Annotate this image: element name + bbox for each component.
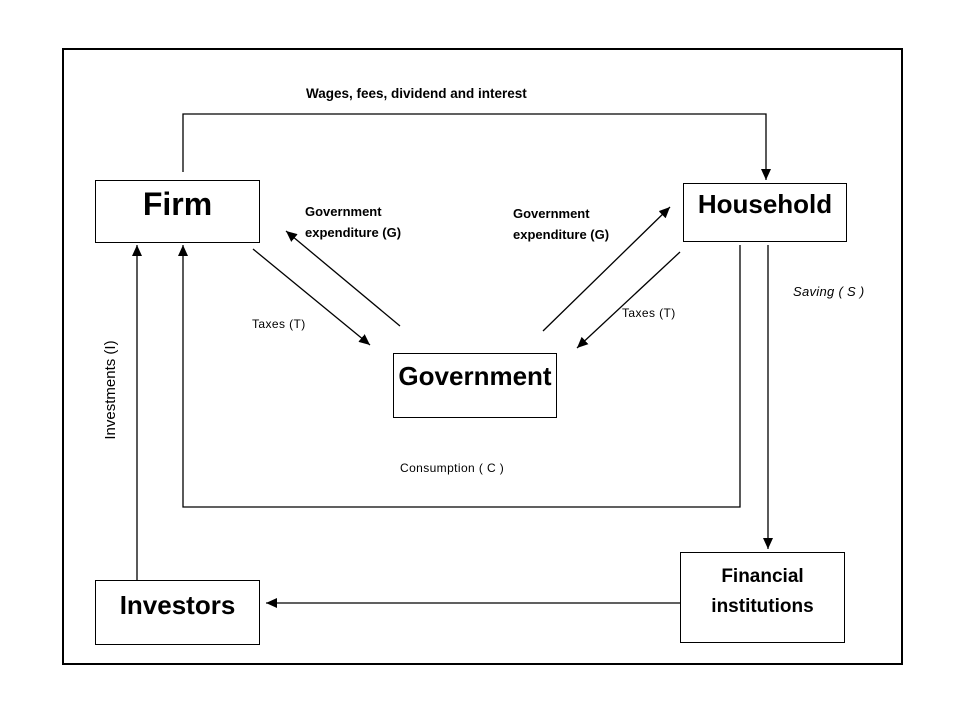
- node-firm: Firm: [95, 180, 260, 243]
- node-household: Household: [683, 183, 847, 242]
- edge-expenditure-government-to-firm: [285, 230, 401, 327]
- diagram-border: [62, 48, 903, 665]
- label-consumption: Consumption ( C ): [400, 461, 505, 475]
- label-saving: Saving ( S ): [793, 284, 865, 299]
- node-financial-institutions: Financial institutions: [680, 552, 845, 643]
- node-government-label: Government: [398, 361, 552, 391]
- label-government-expenditure-left: Government expenditure (G): [305, 204, 402, 240]
- node-household-label: Household: [697, 189, 833, 219]
- edge-taxes-household-to-government: [576, 251, 681, 349]
- node-investors: Investors: [95, 580, 260, 645]
- node-financial-institutions-label: Financial institutions: [711, 566, 814, 617]
- label-investments: Investments (I): [102, 340, 119, 440]
- edge-taxes-firm-to-government: [252, 248, 371, 346]
- label-wages-fees-dividend-interest: Wages, fees, dividend and interest: [306, 86, 527, 101]
- edge-expenditure-government-to-household: [542, 206, 671, 332]
- label-taxes-left: Taxes (T): [252, 317, 306, 331]
- node-firm-label: Firm: [142, 186, 213, 222]
- node-investors-label: Investors: [119, 590, 236, 620]
- edge-consumption-household-to-firm: [178, 245, 741, 508]
- edge-wages-firm-to-household: [182, 113, 771, 180]
- label-taxes-right: Taxes (T): [622, 306, 676, 320]
- node-government: Government: [393, 353, 557, 418]
- label-government-expenditure-right: Government expenditure (G): [513, 206, 610, 242]
